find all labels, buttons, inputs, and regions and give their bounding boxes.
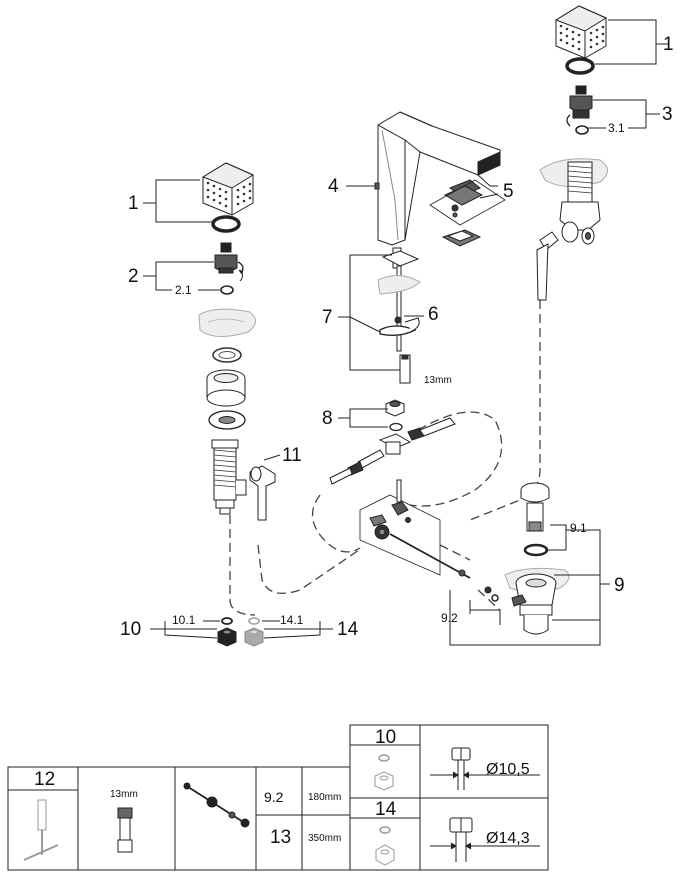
table-part-12-size: 13mm (110, 789, 138, 800)
right-valve-assembly (536, 5, 608, 301)
callout-5: 5 (503, 181, 514, 202)
left-o-ring (211, 215, 241, 233)
callout-4: 4 (328, 176, 339, 197)
table-part-14-dim: Ø14,3 (486, 830, 530, 847)
left-valve-body (211, 439, 247, 515)
callout-14: 14 (337, 619, 359, 640)
spare-parts-table (7, 724, 549, 871)
bottom-nuts (217, 617, 264, 647)
pop-up-mechanism (359, 479, 499, 602)
left-small-ring (220, 285, 234, 295)
callout-8: 8 (322, 408, 333, 429)
leader-lines (143, 19, 668, 646)
table-row2-length: 350mm (308, 833, 342, 844)
part-11-elbow (249, 465, 276, 521)
right-cartridge (566, 85, 593, 127)
table-row1-length: 180mm (308, 792, 342, 803)
left-valve-assembly (198, 162, 276, 521)
spout-assembly (329, 111, 506, 602)
callout-11: 11 (282, 445, 302, 466)
table-part-10-dim: Ø10,5 (486, 761, 530, 778)
callout-2: 2 (128, 266, 139, 287)
table-part-10: 10 (375, 727, 397, 748)
part-9-drain (504, 482, 570, 635)
callout-7: 7 (322, 307, 333, 328)
part-5-aerator (429, 179, 506, 247)
callout-1-left: 1 (128, 193, 139, 214)
table-part-14: 14 (375, 799, 397, 820)
callout-14-1: 14.1 (280, 613, 304, 627)
callout-3: 3 (662, 104, 673, 125)
part-8-nut (385, 399, 405, 432)
dashed-connection-lines (229, 300, 541, 616)
left-nut (206, 369, 246, 407)
callout-9: 9 (614, 575, 625, 596)
table-row1-code: 9.2 (264, 789, 284, 805)
callout-3-1: 3.1 (608, 121, 625, 135)
right-o-ring (565, 57, 595, 75)
callout-6: 6 (428, 304, 439, 325)
tee-connector (329, 417, 456, 485)
table-illustrations (23, 747, 540, 866)
callout-10-1: 10.1 (172, 613, 196, 627)
callout-9-2: 9.2 (441, 611, 458, 625)
callout-10: 10 (120, 619, 142, 640)
table-part-13: 13 (270, 827, 292, 848)
callout-7-size: 13mm (424, 375, 452, 386)
callout-1-right: 1 (663, 34, 674, 55)
callout-2-1: 2.1 (175, 283, 192, 297)
left-cartridge (214, 242, 244, 276)
right-valve-body (559, 161, 601, 245)
callout-9-1: 9.1 (570, 521, 587, 535)
table-part-12: 12 (34, 769, 56, 790)
right-elbow-hose (536, 231, 559, 301)
part-7-mounting (377, 247, 421, 384)
